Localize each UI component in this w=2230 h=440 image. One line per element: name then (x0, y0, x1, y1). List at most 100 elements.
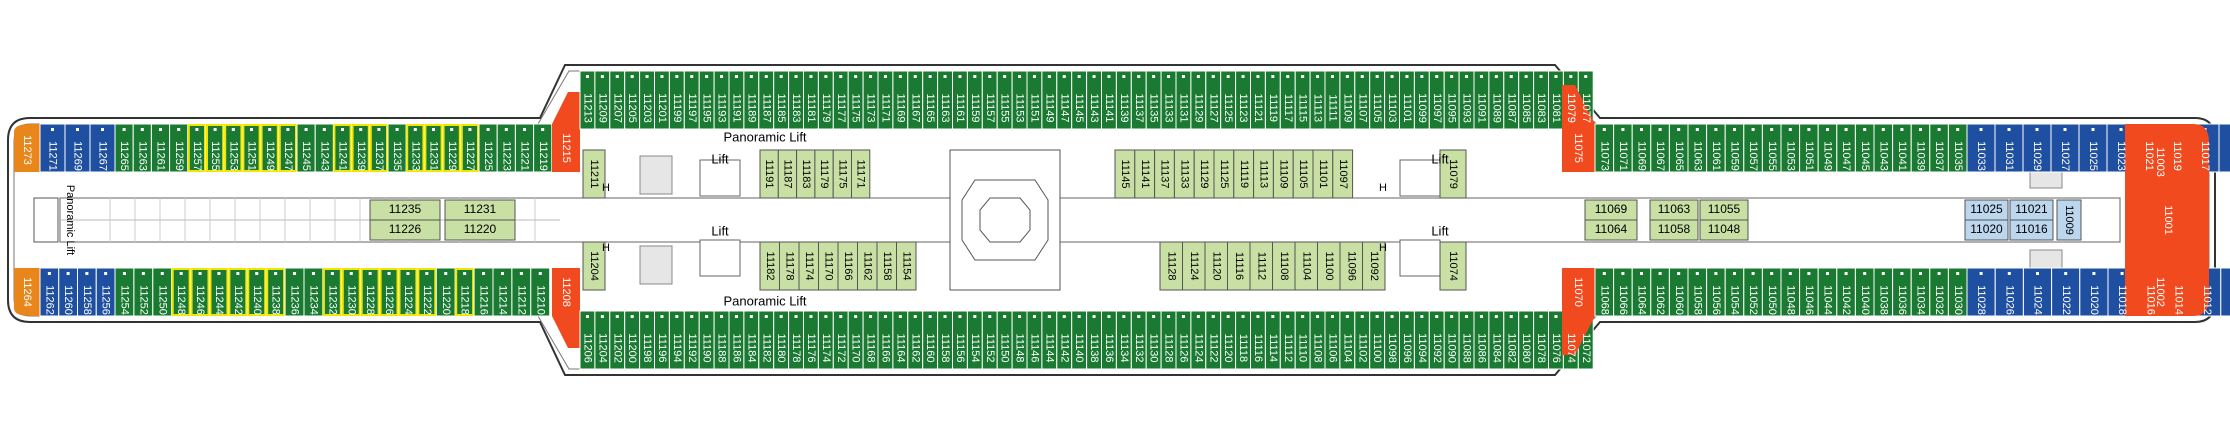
cabin-11064[interactable] (1584, 219, 1638, 241)
cabin-number: 11164 (894, 334, 906, 363)
cabin-number: 11180 (775, 334, 787, 363)
cabin-number: 11144 (1043, 334, 1055, 363)
cabin-11075[interactable] (1562, 85, 1595, 172)
cabin-number: 11238 (270, 285, 282, 315)
cabin-11097[interactable] (1332, 149, 1354, 199)
cabin-11220[interactable] (444, 219, 516, 241)
cabin-number: 11198 (641, 334, 653, 363)
cabin-highlight (224, 124, 243, 172)
cabin-number: 11122 (1207, 334, 1219, 363)
cabin-number: 11188 (716, 334, 728, 363)
cabin-number: 11241 (337, 141, 349, 171)
cabin-11070[interactable] (1562, 268, 1595, 355)
cabin-number: 11099 (1416, 93, 1428, 123)
cabin-marker (1770, 128, 1774, 131)
cabin-number: 11028 (1975, 285, 1987, 315)
cabin-number: 11058 (1691, 285, 1703, 315)
cabin-marker (1751, 128, 1755, 131)
cabin-11273[interactable] (14, 124, 40, 172)
cabin-number: 11019 (2171, 141, 2183, 171)
cabin-11020[interactable] (1964, 219, 2009, 241)
cabin-number: 11101 (1317, 160, 1329, 189)
cabin-number: 11025 (1970, 202, 2003, 216)
cabin-marker (1152, 315, 1156, 318)
cabin-marker (2092, 272, 2096, 275)
cabin-marker (675, 315, 679, 318)
cabin-number: 11158 (939, 334, 951, 363)
cabin-number: 11032 (1933, 285, 1945, 315)
cabin-11154[interactable] (896, 241, 917, 291)
cabin-number: 11214 (497, 285, 509, 315)
cabin-11208[interactable] (552, 268, 580, 348)
cabin-marker (958, 315, 962, 318)
cabin-11029[interactable] (2022, 123, 2052, 173)
stairs (639, 155, 673, 195)
cabin-number: 11265 (118, 141, 130, 171)
cabin-11210[interactable] (530, 267, 551, 317)
cabin-number: 11243 (318, 141, 330, 171)
cabin-11264[interactable] (14, 268, 40, 316)
lift-shaft (1399, 159, 1441, 197)
cabin-number: 11213 (582, 93, 594, 123)
cabin-highlight (351, 124, 370, 172)
cabin-marker (675, 75, 679, 78)
cabin-11074[interactable] (1439, 241, 1467, 291)
cabin-number: 11193 (716, 94, 728, 123)
atrium-void (961, 179, 1049, 261)
cabin-number: 11203 (641, 93, 653, 123)
cabin-number: 11034 (1915, 285, 1927, 315)
cabin-number: 11143 (1088, 94, 1100, 123)
cabin-11048[interactable] (1699, 219, 1749, 241)
cabin-number: 11157 (984, 94, 996, 123)
cabin-11027[interactable] (2050, 123, 2080, 173)
cabin-number: 11139 (1118, 94, 1130, 123)
cabin-11204[interactable] (582, 241, 606, 291)
cabin-number: 11182 (760, 334, 772, 363)
cabin-11024[interactable] (2022, 267, 2053, 317)
cabin-marker (482, 272, 486, 275)
panoramic-lift-label: Panoramic Lift (723, 293, 806, 308)
cabin-marker (349, 272, 353, 275)
cabin-11016[interactable] (2009, 219, 2054, 241)
cabin-marker (2035, 128, 2039, 131)
cabin-number: 11175 (836, 160, 848, 189)
cabin-11002[interactable] (2125, 242, 2209, 316)
cabin-11003[interactable] (2125, 124, 2209, 198)
cabin-11058[interactable] (1649, 219, 1699, 241)
cabin-11219[interactable] (533, 123, 553, 173)
cabin-number: 11108 (1278, 252, 1290, 281)
stairs (639, 245, 673, 285)
cabin-marker (1788, 128, 1792, 131)
cabin-11009[interactable] (2056, 199, 2082, 241)
cabin-number: 11059 (1729, 141, 1741, 171)
cabin-11269[interactable] (64, 123, 91, 173)
cabin-number: 11168 (865, 334, 877, 363)
cabin-11079[interactable] (1439, 149, 1467, 199)
cabin-marker (195, 128, 199, 131)
cabin-11171[interactable] (851, 149, 871, 199)
cabin-marker (1167, 315, 1171, 318)
cabin-number: 11192 (686, 334, 698, 363)
cabin-11031[interactable] (1994, 123, 2024, 173)
cabin-marker (1465, 315, 1469, 318)
cabin-11010[interactable] (2220, 267, 2230, 317)
cabin-number: 11255 (209, 141, 221, 171)
cabin-11015[interactable] (2218, 123, 2230, 173)
cabin-number: 11057 (1747, 141, 1759, 171)
cabin-marker (122, 128, 126, 131)
cabin-highlight (228, 268, 248, 316)
cabin-11211[interactable] (582, 149, 606, 199)
cabin-marker (1956, 128, 1960, 131)
cabin-marker (1032, 75, 1036, 78)
cabin-11028[interactable] (1966, 267, 1996, 317)
cabin-11033[interactable] (1966, 123, 1996, 173)
cabin-11022[interactable] (2051, 267, 2081, 317)
cabin-11267[interactable] (89, 123, 116, 173)
cabin-11092[interactable] (1362, 241, 1386, 291)
cabin-11215[interactable] (552, 92, 580, 172)
cabin-11001[interactable] (2125, 198, 2209, 242)
cabin-number: 11042 (1840, 285, 1852, 315)
cabin-marker (1062, 315, 1066, 318)
cabin-number: 11231 (464, 202, 497, 216)
cabin-11226[interactable] (369, 219, 441, 241)
